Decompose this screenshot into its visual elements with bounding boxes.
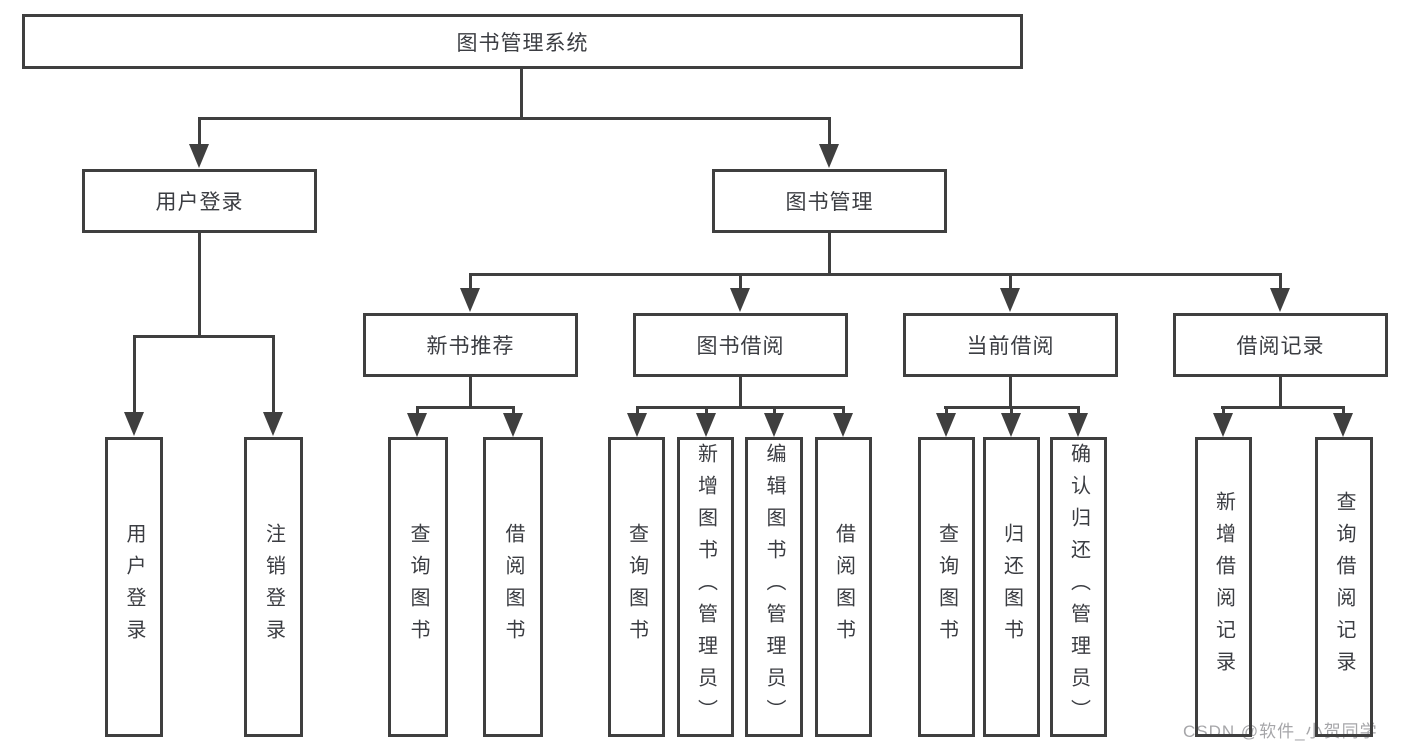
connector-to-leaf-login	[133, 335, 136, 415]
connector-leaf	[773, 406, 776, 416]
node-label: 图书管理	[785, 191, 874, 214]
leaf-confirm-return-admin: 确认归还（管理员）	[1050, 437, 1107, 737]
leaf-label: 归还图书	[1000, 523, 1023, 651]
connector-leaf	[512, 406, 515, 416]
leaf-label: 注销登录	[262, 523, 285, 651]
connector-leaf	[945, 406, 948, 416]
connector-to-current-borrow	[1009, 273, 1012, 291]
leaf-return-books: 归还图书	[983, 437, 1040, 737]
leaf-label: 编辑图书（管理员）	[763, 443, 785, 731]
node-book-management: 图书管理	[712, 169, 947, 233]
node-user-login: 用户登录	[82, 169, 317, 233]
leaf-add-books-admin: 新增图书（管理员）	[677, 437, 734, 737]
node-new-book-recommend: 新书推荐	[363, 313, 578, 377]
connector-leaf	[842, 406, 845, 416]
leaf-label: 确认归还（管理员）	[1067, 443, 1090, 731]
connector-leaf	[636, 406, 639, 416]
leaf-label: 借阅图书	[832, 523, 855, 651]
connector-borrow-records-hbar	[1221, 406, 1345, 409]
node-label: 图书借阅	[696, 335, 785, 358]
node-current-borrow: 当前借阅	[903, 313, 1118, 377]
leaf-label: 查询图书	[625, 523, 648, 651]
leaf-label: 借阅图书	[502, 523, 524, 651]
arrowhead-book-borrow	[730, 288, 750, 312]
connector-book-borrow-hbar	[636, 406, 845, 409]
arrowhead-current-borrow	[1000, 288, 1020, 312]
connector-to-new-book	[469, 273, 472, 291]
connector-leaf	[705, 406, 708, 416]
leaf-add-borrow-record: 新增借阅记录	[1195, 437, 1252, 737]
leaf-borrow-books: 借阅图书	[815, 437, 872, 737]
connector-user-login-drop	[198, 233, 201, 337]
connector-to-leaf-logout	[272, 335, 275, 415]
leaf-logout: 注销登录	[244, 437, 303, 737]
arrowhead-leaf	[1001, 413, 1021, 437]
connector-book-mgmt-drop	[828, 233, 831, 275]
node-label: 用户登录	[155, 191, 244, 214]
arrowhead-leaf-login	[124, 412, 144, 436]
arrowhead-leaf	[1213, 413, 1233, 437]
leaf-edit-books-admin: 编辑图书（管理员）	[745, 437, 803, 737]
arrowhead-leaf	[407, 413, 427, 437]
arrowhead-leaf	[696, 413, 716, 437]
connector-to-book-management	[828, 117, 831, 147]
arrowhead-leaf	[1333, 413, 1353, 437]
node-borrow-records: 借阅记录	[1173, 313, 1388, 377]
arrowhead-book-management	[819, 144, 839, 168]
connector-leaf	[1342, 406, 1345, 416]
connector-borrow-records-drop	[1279, 377, 1282, 408]
csdn-watermark: CSDN @软件_小贺同学	[1183, 722, 1378, 741]
arrowhead-leaf	[764, 413, 784, 437]
leaf-label: 查询图书	[407, 523, 429, 651]
leaf-user-login: 用户登录	[105, 437, 163, 737]
node-label: 新书推荐	[426, 335, 515, 358]
node-book-borrow: 图书借阅	[633, 313, 848, 377]
arrowhead-leaf	[936, 413, 956, 437]
leaf-borrow-books-recommend: 借阅图书	[483, 437, 543, 737]
connector-to-user-login	[198, 117, 201, 147]
arrowhead-leaf-logout	[263, 412, 283, 436]
connector-user-login-hbar	[133, 335, 275, 338]
node-label: 图书管理系统	[456, 31, 589, 55]
connector-leaf	[1077, 406, 1080, 416]
arrowhead-leaf	[1068, 413, 1088, 437]
leaf-label: 查询图书	[935, 523, 958, 651]
node-label: 借阅记录	[1236, 335, 1325, 358]
connector-to-book-borrow	[739, 273, 742, 291]
leaf-query-books-borrow: 查询图书	[608, 437, 665, 737]
connector-book-borrow-drop	[739, 377, 742, 408]
node-library-management-system: 图书管理系统	[22, 14, 1023, 69]
connector-current-borrow-drop	[1009, 377, 1012, 408]
connector-new-book-hbar	[416, 406, 515, 409]
leaf-label: 查询借阅记录	[1333, 491, 1355, 683]
leaf-label: 用户登录	[123, 523, 145, 651]
leaf-query-books-recommend: 查询图书	[388, 437, 448, 737]
arrowhead-leaf	[833, 413, 853, 437]
connector-leaf	[1010, 406, 1013, 416]
connector-root-drop	[520, 69, 523, 117]
leaf-query-books-current: 查询图书	[918, 437, 975, 737]
connector-new-book-drop	[469, 377, 472, 408]
connector-leaf	[1222, 406, 1225, 416]
arrowhead-user-login	[189, 144, 209, 168]
leaf-query-borrow-record: 查询借阅记录	[1315, 437, 1373, 737]
arrowhead-borrow-records	[1270, 288, 1290, 312]
connector-leaf	[416, 406, 419, 416]
leaf-label: 新增借阅记录	[1212, 491, 1235, 683]
node-label: 当前借阅	[966, 335, 1055, 358]
connector-l2-hbar	[469, 273, 1282, 276]
leaf-label: 新增图书（管理员）	[694, 443, 717, 731]
arrowhead-leaf	[627, 413, 647, 437]
connector-l1-hbar	[198, 117, 831, 120]
arrowhead-new-book	[460, 288, 480, 312]
connector-to-borrow-records	[1279, 273, 1282, 291]
arrowhead-leaf	[503, 413, 523, 437]
